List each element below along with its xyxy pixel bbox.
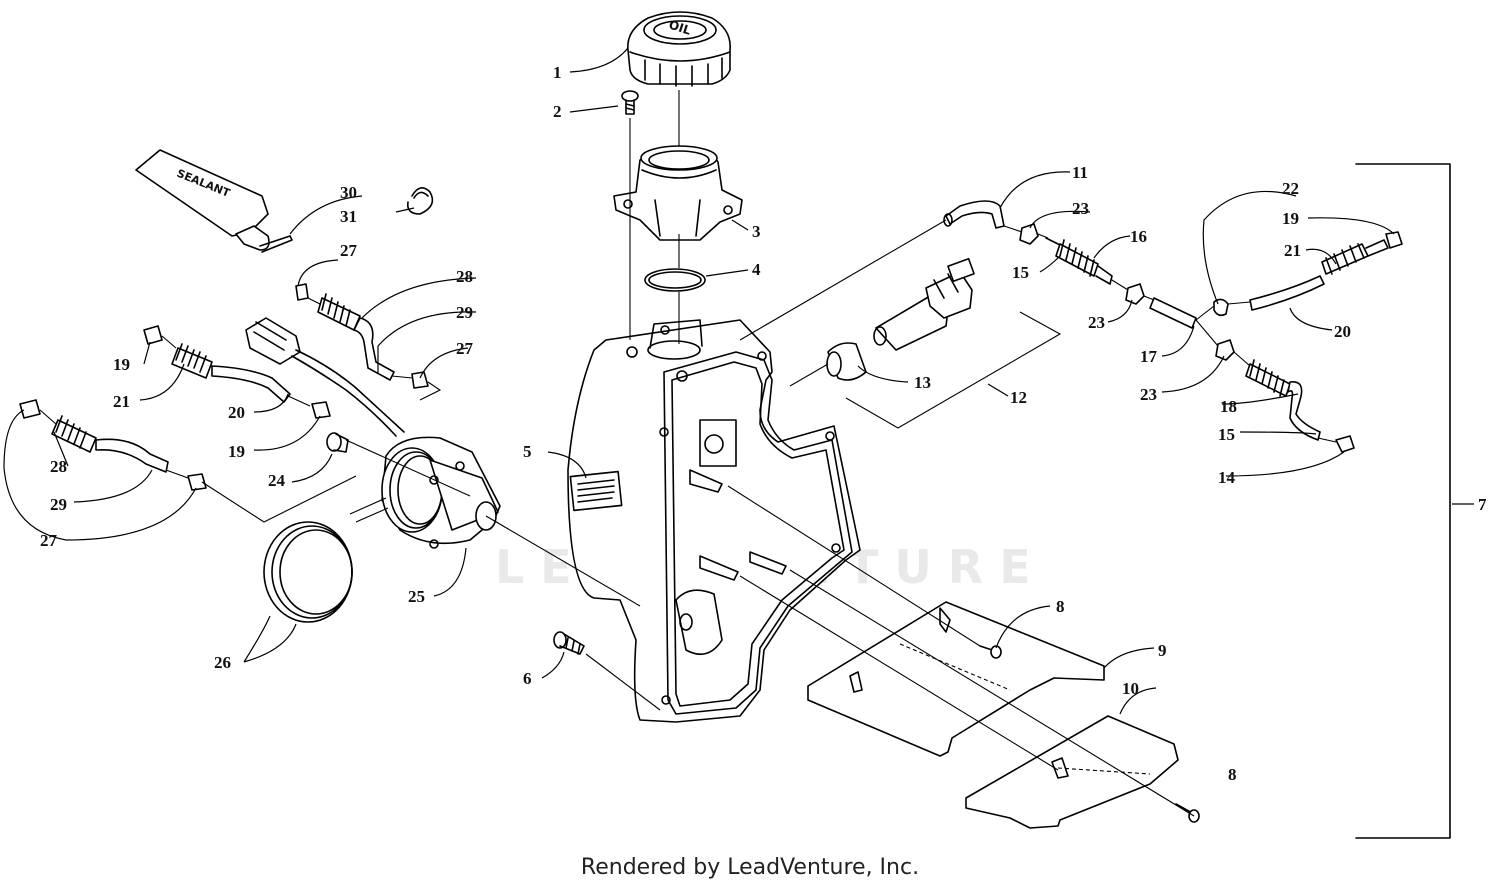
callout-14: 14	[1218, 468, 1236, 487]
callout-23-a: 23	[1072, 199, 1089, 218]
callout-9: 9	[1158, 641, 1167, 660]
callout-27-top: 27	[340, 241, 358, 260]
callout-15-a: 15	[1012, 263, 1029, 282]
elbow-fitting-11-part	[943, 200, 1005, 229]
callout-28-top: 28	[456, 267, 473, 286]
fill-cap-part	[627, 11, 731, 87]
callout-4: 4	[752, 260, 761, 279]
callout-19-left-top: 19	[113, 355, 130, 374]
wire-harness-connector-part	[245, 317, 405, 437]
bolt-6-part	[553, 631, 585, 655]
plate-10-part	[965, 715, 1179, 829]
callout-16: 16	[1130, 227, 1147, 246]
plate-9-part	[807, 601, 1105, 757]
snap-ring-31-part	[406, 187, 434, 215]
callout-25: 25	[408, 587, 425, 606]
callout-20-right: 20	[1334, 322, 1351, 341]
sealant-tube-part	[135, 149, 293, 253]
callout-28-bottom: 28	[50, 457, 67, 476]
callout-26: 26	[214, 653, 231, 672]
o-ring-4-part	[644, 268, 706, 292]
oil-tank-part	[567, 319, 861, 723]
callout-27-mid: 27	[456, 339, 474, 358]
callout-22: 22	[1282, 179, 1299, 198]
fitting-24-part	[326, 432, 349, 453]
callout-10: 10	[1122, 679, 1139, 698]
callout-19-right: 19	[1282, 209, 1299, 228]
leader-lines	[39, 90, 1337, 817]
callout-29-top: 29	[456, 303, 473, 322]
callout-8-upper: 8	[1056, 597, 1065, 616]
assembly-7-bracket	[1355, 163, 1451, 839]
callout-3: 3	[752, 222, 761, 241]
callout-19-left-bottom: 19	[228, 442, 245, 461]
callout-31: 31	[340, 207, 357, 226]
grommet-13-part	[826, 342, 867, 381]
filler-neck-part	[613, 145, 743, 241]
oil-level-sensor-part	[873, 257, 975, 351]
callout-21-right: 21	[1284, 241, 1301, 260]
callout-30: 30	[340, 183, 357, 202]
callout-24: 24	[268, 471, 286, 490]
seal-26-part	[263, 521, 353, 623]
left-lower-hose-part	[19, 399, 207, 491]
screw-8-upper-part	[979, 645, 1002, 659]
left-upper-hose-part	[295, 283, 429, 389]
callout-7: 7	[1478, 495, 1487, 514]
callout-8-lower: 8	[1228, 765, 1237, 784]
right-hose-assembly	[1019, 223, 1403, 453]
callout-6: 6	[523, 669, 532, 688]
screw-2-part	[621, 90, 639, 115]
callout-23-c: 23	[1140, 385, 1157, 404]
callout-2: 2	[553, 102, 562, 121]
oil-cap-label: OIL	[667, 18, 693, 38]
left-middle-hose-part	[143, 325, 331, 419]
callout-21-left: 21	[113, 392, 130, 411]
callout-20-left: 20	[228, 403, 245, 422]
oil-pump-25-part	[381, 436, 501, 549]
callout-5: 5	[523, 442, 532, 461]
callout-11: 11	[1072, 163, 1088, 182]
callout-17: 17	[1140, 347, 1158, 366]
callout-1: 1	[553, 63, 562, 82]
callout-27-bottom: 27	[40, 531, 58, 550]
callout-18: 18	[1220, 397, 1237, 416]
callout-23-b: 23	[1088, 313, 1105, 332]
callout-pointers	[3, 47, 1474, 715]
callout-12: 12	[1010, 388, 1027, 407]
footer-credit: Rendered by LeadVenture, Inc.	[580, 855, 920, 880]
callout-29-bottom: 29	[50, 495, 67, 514]
callout-15-b: 15	[1218, 425, 1235, 444]
callout-numbers: 1 2 3 4 5 6 7 8 8 9 10 11 12 13 14 15 15…	[40, 63, 1487, 784]
callout-13: 13	[914, 373, 931, 392]
